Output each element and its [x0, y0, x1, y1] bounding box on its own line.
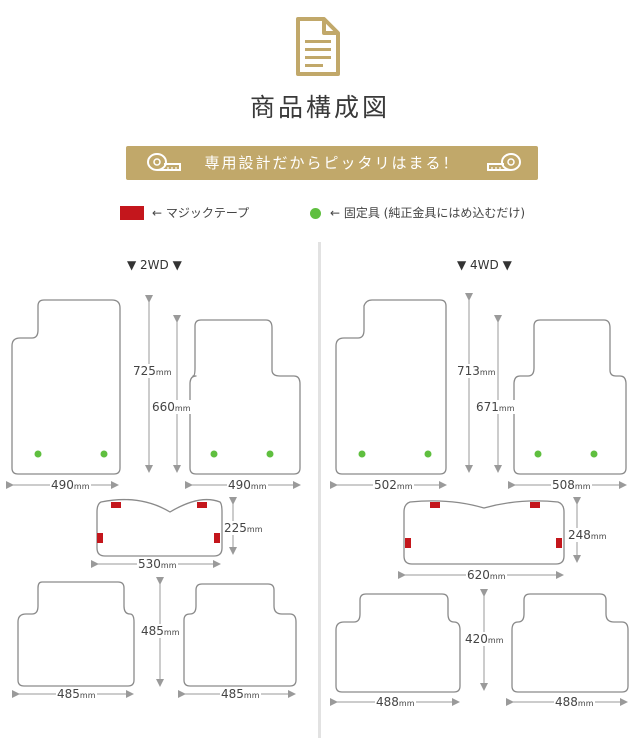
dim-4wd-passenger-height: 671mm	[475, 400, 516, 414]
tape-measure-icon	[486, 152, 522, 174]
mat-2wd-rear-right	[183, 583, 297, 687]
fixer-dot	[534, 450, 542, 458]
tape-tab	[430, 502, 440, 508]
tape-tab	[111, 502, 121, 508]
feature-banner: 専用設計だからピッタリはまる！	[126, 146, 538, 180]
dim-2wd-rear-left-width: 485mm	[56, 687, 97, 701]
dim-2wd-driver-width: 490mm	[50, 478, 91, 492]
section-label-4wd: ▼ 4WD ▼	[457, 258, 512, 272]
dim-2wd-passenger-width: 490mm	[227, 478, 268, 492]
tape-tab	[214, 533, 220, 543]
tape-tab	[405, 538, 411, 548]
tape-tab	[530, 502, 540, 508]
fixer-dot	[210, 450, 218, 458]
page-title: 商品構成図	[249, 93, 390, 122]
fixer-dot	[590, 450, 598, 458]
dim-4wd-rear-left-width: 488mm	[375, 695, 416, 709]
tape-tab	[97, 533, 103, 543]
document-icon	[294, 16, 342, 78]
tape-tab	[556, 538, 562, 548]
dim-2wd-rear-left-height: 485mm	[140, 624, 181, 638]
mat-4wd-passenger	[513, 319, 627, 475]
fixer-swatch	[310, 208, 321, 219]
fixer-dot	[424, 450, 432, 458]
dim-2wd-passenger-height: 660mm	[151, 400, 192, 414]
tape-tab	[197, 502, 207, 508]
mat-4wd-driver	[335, 299, 447, 475]
mat-4wd-rear-right	[511, 593, 629, 693]
dim-2wd-rear-center-width: 530mm	[137, 557, 178, 571]
dim-2wd-rear-center-height: 225mm	[223, 521, 264, 535]
mat-2wd-passenger	[189, 319, 301, 475]
tape-swatch	[120, 206, 144, 220]
mat-2wd-driver	[11, 299, 121, 475]
dim-4wd-driver-height: 713mm	[456, 364, 497, 378]
mat-2wd-rear-left	[17, 581, 135, 687]
fixer-dot	[266, 450, 274, 458]
mat-2wd-rear-center	[96, 498, 223, 557]
fixer-dot	[100, 450, 108, 458]
dim-4wd-passenger-width: 508mm	[551, 478, 592, 492]
dim-4wd-rear-center-height: 248mm	[567, 528, 608, 542]
section-label-2wd: ▼ 2WD ▼	[127, 258, 182, 272]
tape-legend-label: ← マジックテープ	[152, 206, 250, 220]
dim-4wd-rear-right-width: 488mm	[554, 695, 595, 709]
mat-4wd-rear-left	[335, 593, 461, 693]
mat-4wd-rear-center	[403, 500, 565, 565]
dim-2wd-rear-right-width: 485mm	[220, 687, 261, 701]
dim-2wd-driver-height: 725mm	[132, 364, 173, 378]
banner-text: 専用設計だからピッタリはまる！	[204, 154, 460, 172]
dim-4wd-rear-left-height: 420mm	[464, 632, 505, 646]
fixer-dot	[358, 450, 366, 458]
dim-4wd-rear-center-width: 620mm	[466, 568, 507, 582]
section-divider	[318, 242, 321, 738]
tape-measure-icon	[146, 152, 182, 174]
fixer-legend-label: ← 固定具 (純正金具にはめ込むだけ)	[330, 206, 526, 220]
dim-4wd-driver-width: 502mm	[373, 478, 414, 492]
fixer-dot	[34, 450, 42, 458]
